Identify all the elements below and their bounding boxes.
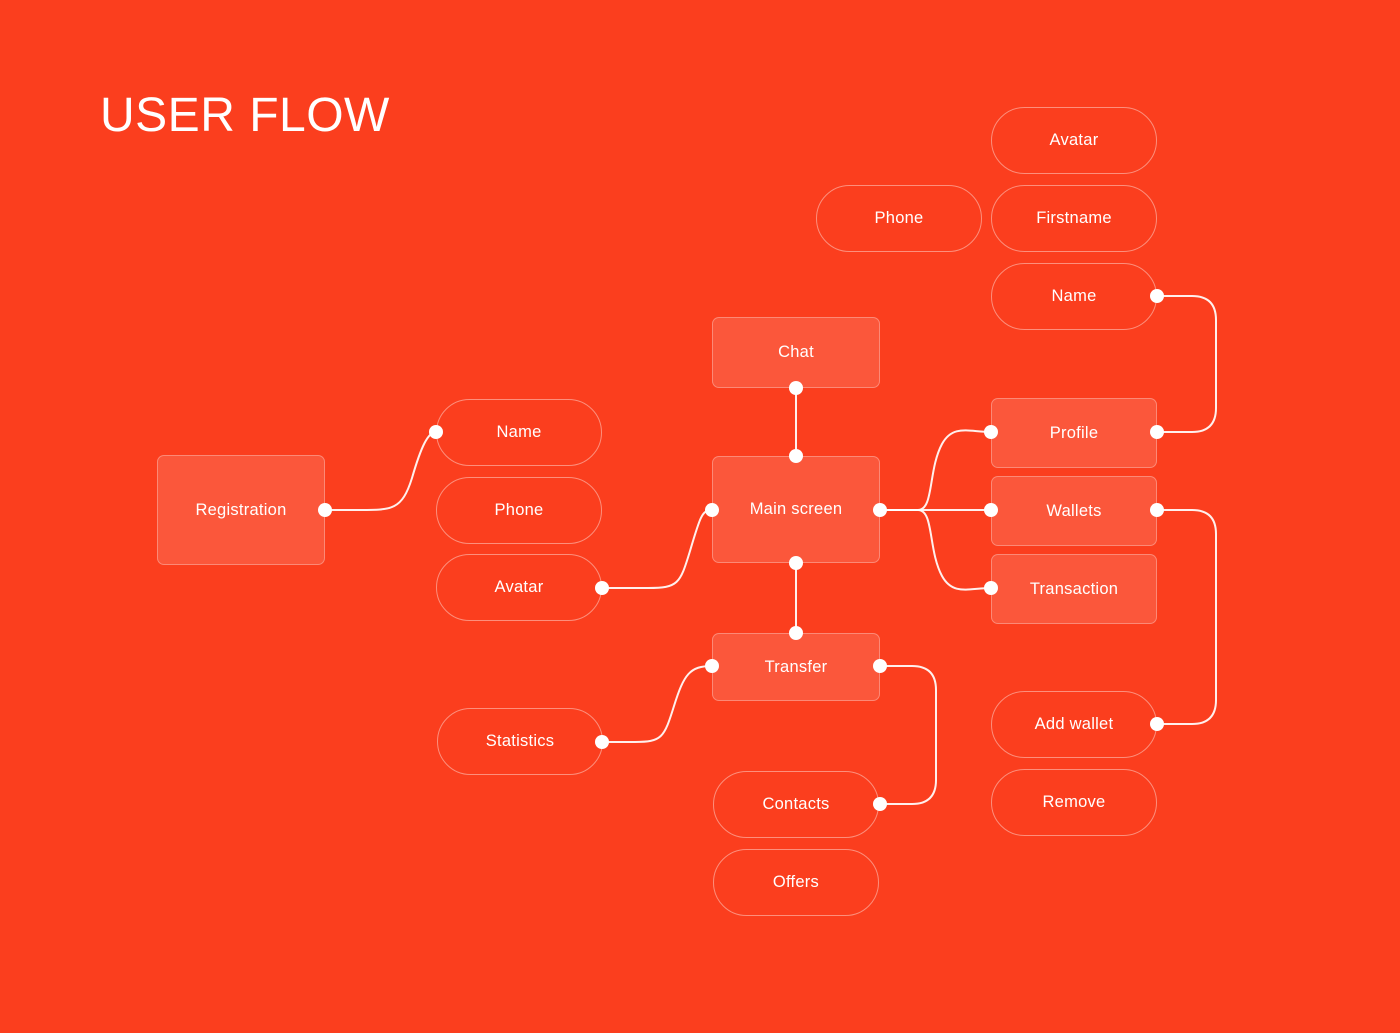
node-label-main_screen: Main screen bbox=[749, 500, 843, 518]
node-phone_reg[interactable]: Phone bbox=[436, 477, 602, 544]
node-label-statistics: Statistics bbox=[485, 732, 555, 750]
node-label-phone_pr: Phone bbox=[874, 209, 924, 227]
node-label-offers: Offers bbox=[772, 873, 820, 891]
edge-transfer-to-contacts bbox=[879, 665, 937, 805]
edge-profile-to-name_pr bbox=[1156, 295, 1217, 433]
node-chat[interactable]: Chat bbox=[712, 317, 880, 388]
page-title: USER FLOW bbox=[100, 89, 390, 142]
node-label-name_pr: Name bbox=[1051, 287, 1097, 305]
node-remove[interactable]: Remove bbox=[991, 769, 1157, 836]
node-label-contacts: Contacts bbox=[762, 795, 830, 813]
node-contacts[interactable]: Contacts bbox=[713, 771, 879, 838]
node-phone_pr[interactable]: Phone bbox=[816, 185, 982, 252]
node-label-phone_reg: Phone bbox=[494, 501, 544, 519]
node-offers[interactable]: Offers bbox=[713, 849, 879, 916]
node-label-avatar_pr: Avatar bbox=[1049, 131, 1099, 149]
node-label-remove: Remove bbox=[1042, 793, 1106, 811]
node-name_reg[interactable]: Name bbox=[436, 399, 602, 466]
node-label-transfer: Transfer bbox=[764, 657, 828, 676]
edge-registration-to-name_reg bbox=[324, 431, 437, 511]
node-label-avatar_reg: Avatar bbox=[494, 578, 544, 596]
node-name_pr[interactable]: Name bbox=[991, 263, 1157, 330]
node-label-firstname_pr: Firstname bbox=[1036, 209, 1112, 227]
node-transfer[interactable]: Transfer bbox=[712, 633, 880, 701]
node-add_wallet[interactable]: Add wallet bbox=[991, 691, 1157, 758]
node-label-chat: Chat bbox=[778, 343, 814, 361]
node-label-registration: Registration bbox=[195, 500, 287, 519]
node-registration[interactable]: Registration bbox=[157, 455, 325, 565]
node-label-wallets: Wallets bbox=[1046, 501, 1102, 520]
edge-statistics-to-transfer bbox=[601, 665, 713, 743]
node-firstname_pr[interactable]: Firstname bbox=[991, 185, 1157, 252]
node-label-name_reg: Name bbox=[496, 423, 542, 441]
node-label-transaction: Transaction bbox=[1029, 579, 1119, 598]
edge-main_screen-to-transaction bbox=[879, 509, 992, 591]
edge-wallets-to-add_wallet bbox=[1156, 509, 1217, 725]
node-avatar_reg[interactable]: Avatar bbox=[436, 554, 602, 621]
node-statistics[interactable]: Statistics bbox=[437, 708, 603, 775]
node-main_screen[interactable]: Main screen bbox=[712, 456, 880, 563]
edge-avatar_reg-to-main_screen bbox=[601, 509, 713, 589]
node-label-profile: Profile bbox=[1049, 423, 1099, 442]
node-label-add_wallet: Add wallet bbox=[1034, 715, 1114, 733]
node-profile[interactable]: Profile bbox=[991, 398, 1157, 468]
node-avatar_pr[interactable]: Avatar bbox=[991, 107, 1157, 174]
edge-main_screen-to-profile bbox=[879, 429, 992, 511]
node-wallets[interactable]: Wallets bbox=[991, 476, 1157, 546]
node-transaction[interactable]: Transaction bbox=[991, 554, 1157, 624]
